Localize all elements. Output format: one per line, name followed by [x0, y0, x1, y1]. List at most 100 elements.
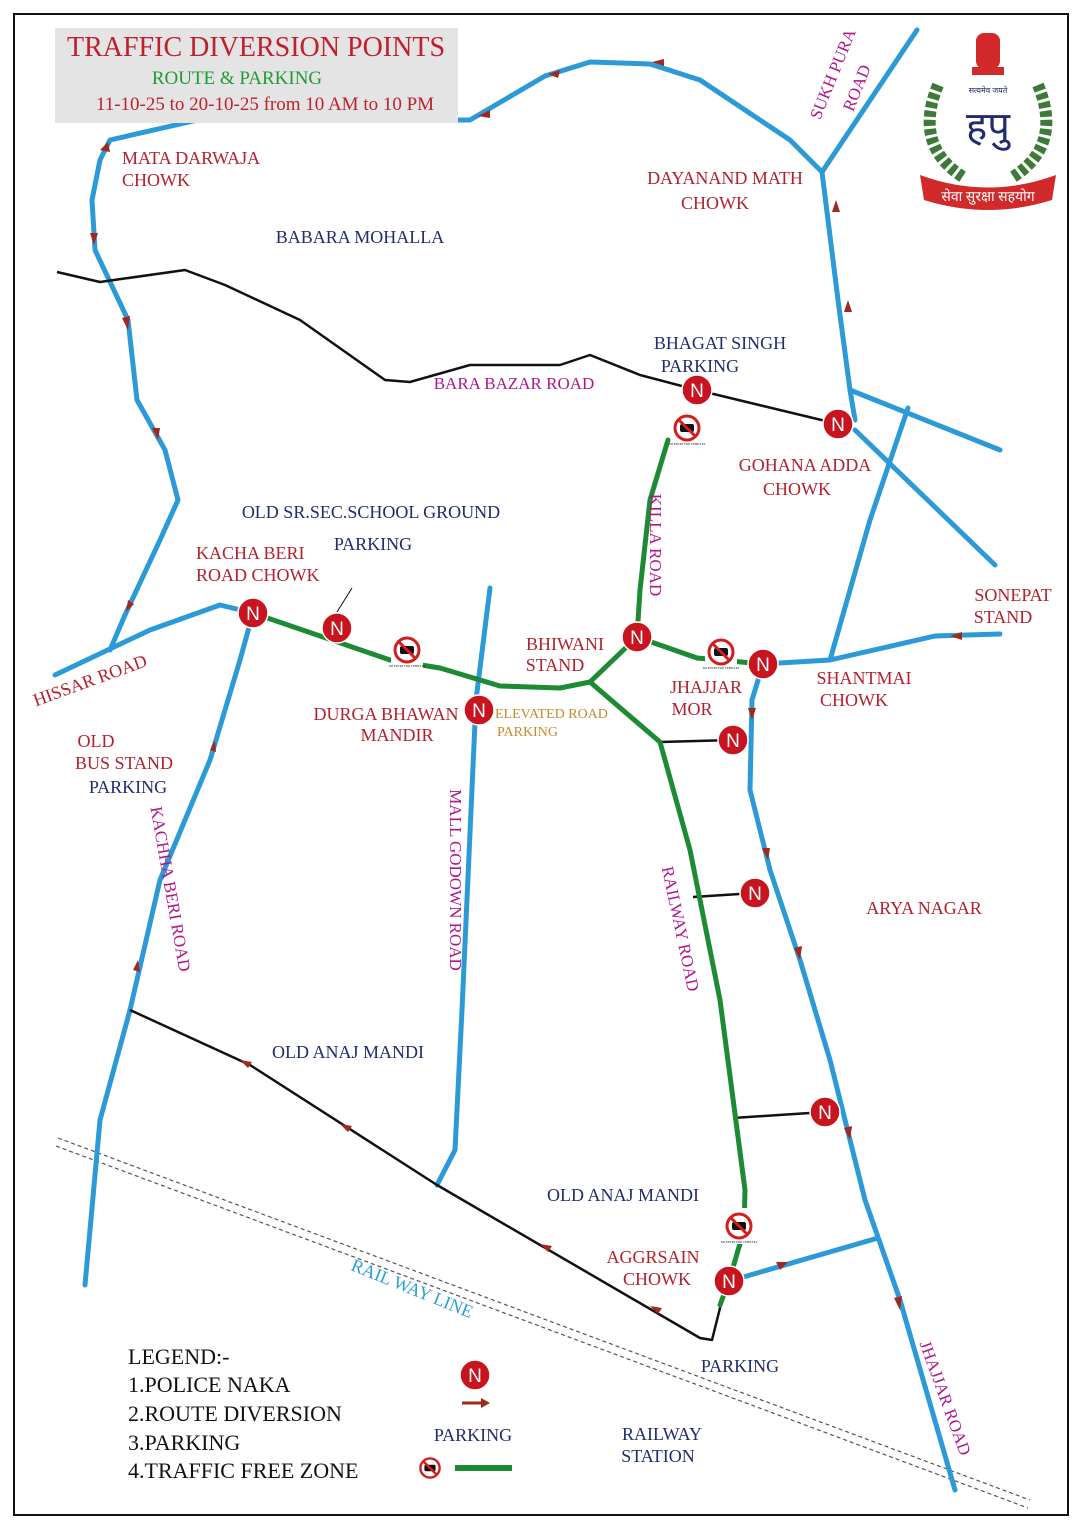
label-bus-stand: BUS STAND — [75, 753, 173, 773]
legend-no-entry-icon — [417, 1453, 443, 1483]
arrow-icon — [762, 848, 770, 860]
label-school-ground: OLD SR.SEC.SCHOOL GROUND — [242, 502, 500, 522]
label-gohana-adda: GOHANA ADDA — [739, 455, 872, 475]
arrow-icon — [748, 708, 756, 720]
police-naka-icon: N — [237, 597, 269, 629]
label-school-parking: PARKING — [334, 534, 412, 554]
label-shantmai-chowk: CHOWK — [820, 690, 888, 710]
diversion-arrows — [90, 59, 962, 1314]
rail-line — [55, 1137, 1031, 1509]
police-nakas: N N N N N N N N N N N N — [237, 374, 854, 1391]
arrow-icon — [844, 1126, 852, 1140]
arrow-icon — [100, 142, 110, 152]
svg-text:सत्यमेव जयते: सत्यमेव जयते — [969, 85, 1008, 95]
label-elevated-road: ELEVATED ROAD — [495, 707, 608, 722]
label-jhajjar-mor: MOR — [671, 699, 712, 719]
label-bara-bazar-road: BARA BAZAR ROAD — [434, 374, 595, 393]
arrow-icon — [540, 1244, 552, 1252]
label-aggrsain-chowk: CHOWK — [623, 1269, 691, 1289]
svg-text:N: N — [831, 415, 845, 436]
label-shantmai: SHANTMAI — [816, 668, 911, 688]
no-entry-signs: NO ENTRY FOR VEHICLES NO ENTRY FOR VEHIC… — [389, 410, 758, 1244]
label-bus-parking: PARKING — [89, 777, 167, 797]
label-killa-road: KILLA ROAD — [646, 494, 665, 596]
label-kacha-beri: KACHA BERI — [196, 543, 305, 563]
label-bhagat-singh-parking: PARKING — [661, 356, 739, 376]
legend-title: LEGEND:- — [128, 1344, 229, 1369]
svg-text:N: N — [726, 731, 740, 752]
no-entry-icon: NO ENTRY FOR VEHICLES — [703, 634, 740, 670]
svg-text:NO ENTRY FOR VEHICLES: NO ENTRY FOR VEHICLES — [721, 1240, 758, 1244]
arrow-icon — [844, 300, 852, 312]
label-railway-station: STATION — [621, 1446, 695, 1466]
label-babara-mohalla: BABARA MOHALLA — [276, 227, 445, 247]
svg-text:N: N — [818, 1103, 832, 1124]
label-bhiwani: BHIWANI — [526, 634, 604, 654]
legend-arrow-icon — [462, 1398, 490, 1408]
legend-item-traffic-free-zone: 4.TRAFFIC FREE ZONE — [128, 1458, 358, 1483]
police-naka-icon: N — [713, 1265, 745, 1297]
arrow-icon — [894, 1296, 902, 1310]
label-durga-mandir: MANDIR — [360, 725, 433, 745]
legend-naka-icon: N — [459, 1359, 491, 1391]
legend: LEGEND:- 1.POLICE NAKA 2.ROUTE DIVERSION… — [128, 1344, 512, 1483]
map-title: TRAFFIC DIVERSION POINTS — [67, 32, 445, 63]
legend-parking-symbol: PARKING — [434, 1425, 512, 1445]
label-old: OLD — [78, 731, 115, 751]
police-naka-icon: N — [822, 408, 854, 440]
no-entry-icon: NO ENTRY FOR VEHICLES — [669, 410, 706, 446]
police-naka-icon: N — [681, 374, 713, 406]
svg-text:N: N — [472, 701, 486, 722]
arrow-icon — [548, 70, 560, 78]
label-kacha-beri-chowk: ROAD CHOWK — [196, 565, 320, 585]
arrow-icon — [133, 960, 140, 972]
svg-text:सेवा सुरक्षा सहयोग: सेवा सुरक्षा सहयोग — [941, 188, 1035, 205]
arrow-icon — [794, 946, 802, 960]
svg-text:N: N — [722, 1272, 736, 1293]
svg-text:NO ENTRY FOR VEHICLES: NO ENTRY FOR VEHICLES — [389, 664, 426, 668]
label-mall-godown-road: MALL GODOWN ROAD — [446, 789, 465, 971]
arrow-icon — [210, 740, 216, 752]
arrow-icon — [832, 200, 840, 212]
svg-text:N: N — [468, 1366, 482, 1387]
police-naka-icon: N — [321, 612, 353, 644]
map-dates: 11-10-25 to 20-10-25 from 10 AM to 10 PM — [96, 94, 434, 115]
area-labels: BABARA MOHALLA BHAGAT SINGH PARKING OLD … — [89, 227, 786, 1466]
no-entry-icon: NO ENTRY FOR VEHICLES — [721, 1208, 758, 1244]
police-naka-icon: N — [809, 1096, 841, 1128]
label-jhajjar: JHAJJAR — [670, 677, 742, 697]
police-naka-icon: N — [621, 621, 653, 653]
arrow-icon — [90, 233, 98, 245]
arrow-icon — [126, 600, 134, 612]
label-dayanand-math: DAYANAND MATH — [647, 168, 803, 188]
label-old-anaj-mandi: OLD ANAJ MANDI — [272, 1042, 424, 1062]
label-bhagat-singh: BHAGAT SINGH — [654, 333, 786, 353]
label-aggrsain: AGGRSAIN — [606, 1247, 699, 1267]
title-box: TRAFFIC DIVERSION POINTS ROUTE & PARKING… — [55, 28, 458, 123]
police-naka-icon: N — [463, 694, 495, 726]
label-sonepat: SONEPAT — [974, 585, 1051, 605]
svg-text:N: N — [756, 655, 770, 676]
svg-text:N: N — [330, 619, 344, 640]
arrow-icon — [122, 316, 130, 330]
arrow-icon — [650, 1306, 662, 1314]
label-dayanand-chowk: CHOWK — [681, 193, 749, 213]
svg-text:N: N — [690, 381, 704, 402]
police-naka-icon: N — [747, 648, 779, 680]
label-mata-darwaja-chowk: CHOWK — [122, 170, 190, 190]
police-naka-icon: N — [739, 877, 771, 909]
label-railway: RAILWAY — [622, 1424, 702, 1444]
svg-text:NO ENTRY FOR VEHICLES: NO ENTRY FOR VEHICLES — [669, 442, 706, 446]
no-entry-icon: NO ENTRY FOR VEHICLES — [389, 632, 426, 668]
label-arya-nagar: ARYA NAGAR — [866, 898, 982, 918]
legend-item-parking: 3.PARKING — [128, 1430, 240, 1455]
map-frame — [13, 13, 1069, 1516]
svg-text:N: N — [246, 604, 260, 625]
svg-text:N: N — [630, 628, 644, 649]
legend-item-police-naka: 1.POLICE NAKA — [128, 1372, 291, 1397]
svg-text:N: N — [748, 884, 762, 905]
police-naka-icon: N — [717, 724, 749, 756]
svg-text:NO ENTRY FOR VEHICLES: NO ENTRY FOR VEHICLES — [703, 666, 740, 670]
label-sonepat-stand: STAND — [974, 607, 1033, 627]
